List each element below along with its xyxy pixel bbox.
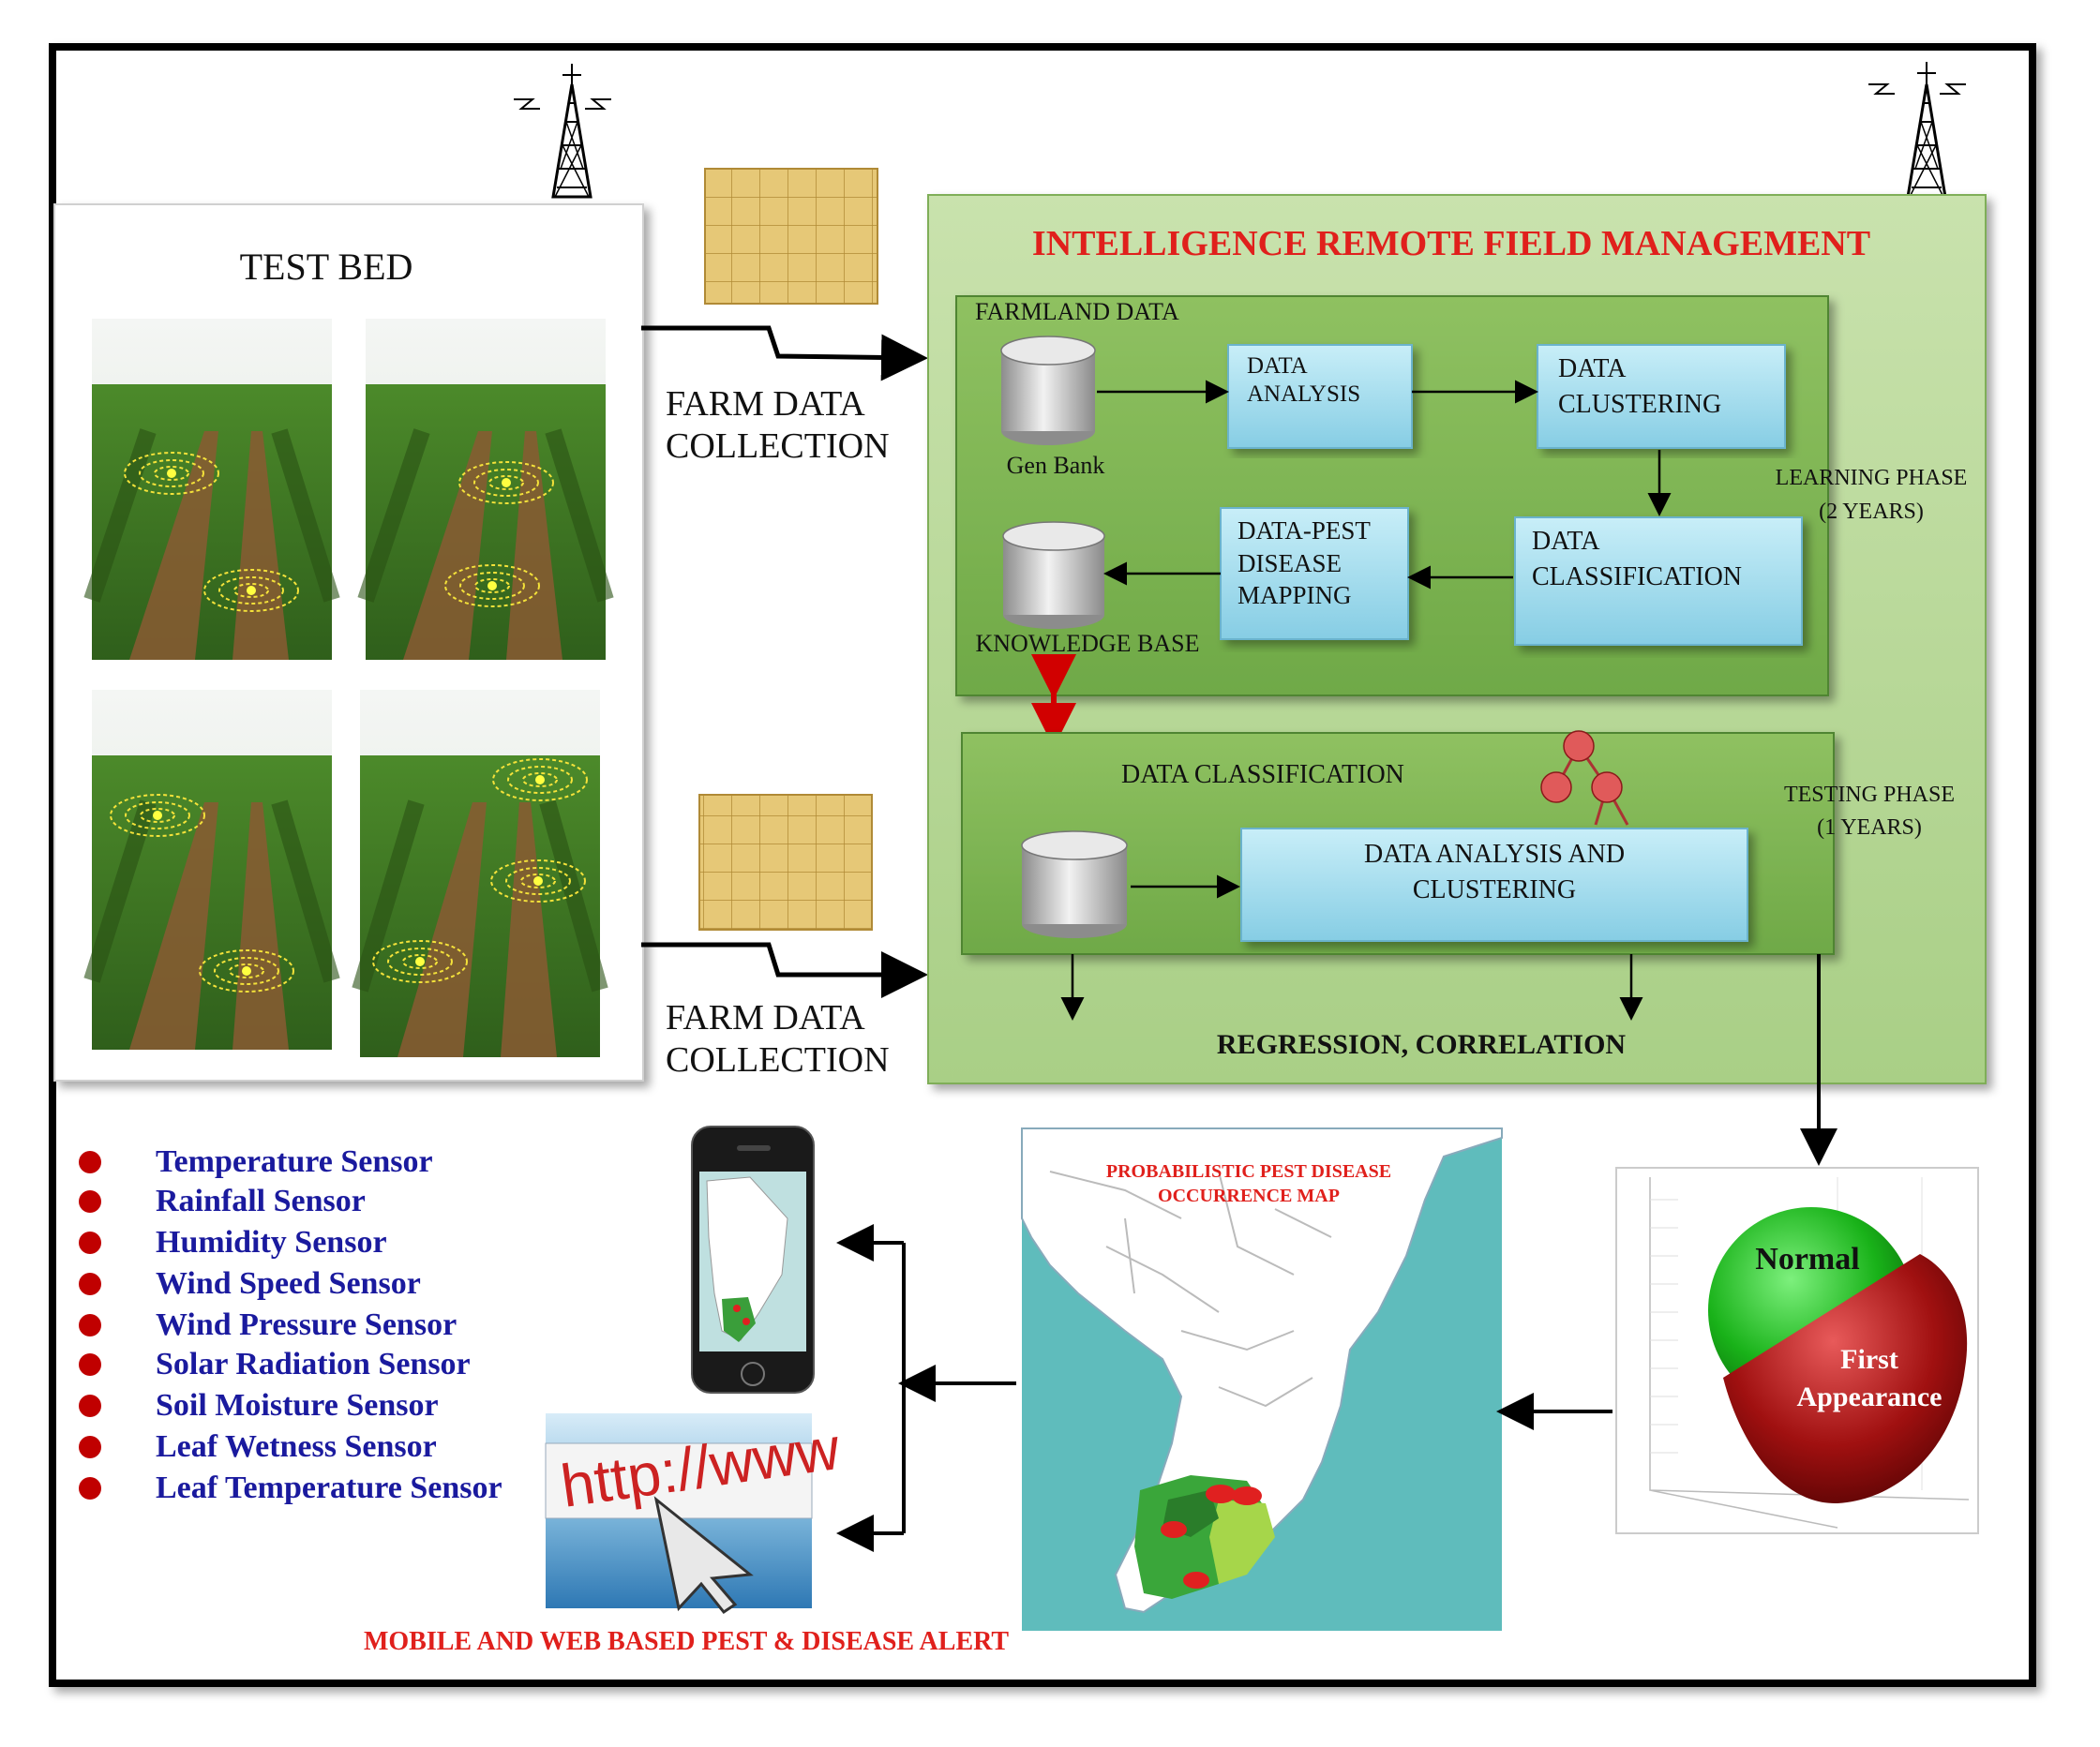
field-photo bbox=[83, 690, 340, 1050]
testing-database-icon bbox=[1021, 830, 1128, 938]
decision-tree-icon bbox=[1540, 730, 1629, 826]
sensor-name: Wind Speed Sensor bbox=[156, 1266, 421, 1301]
data-classification-text: CLASSIFICATION bbox=[1532, 562, 1742, 591]
smartphone-icon bbox=[691, 1126, 815, 1394]
analysis-clustering-text: CLUSTERING bbox=[1413, 875, 1576, 904]
first-appearance-label: Appearance bbox=[1797, 1381, 1942, 1412]
sensor-list: Temperature Sensor Rainfall Sensor Humid… bbox=[79, 1144, 502, 1505]
testing-data-classification-label: DATA CLASSIFICATION bbox=[1121, 760, 1404, 789]
data-classification-box: DATA CLASSIFICATION bbox=[1514, 516, 1803, 646]
sensor-name: Soil Moisture Sensor bbox=[156, 1388, 439, 1423]
test-bed-title: TEST BED bbox=[240, 246, 413, 288]
data-classification-text: DATA bbox=[1532, 527, 1600, 556]
knowledge-base-label: KNOWLEDGE BASE bbox=[975, 630, 1199, 657]
farm-data-collection-label: FARM DATA bbox=[666, 384, 865, 424]
regression-correlation-label: REGRESSION, CORRELATION bbox=[1217, 1029, 1627, 1060]
field-photo bbox=[352, 690, 608, 1057]
sensor-name: Wind Pressure Sensor bbox=[156, 1307, 457, 1342]
sensor-list-item: Leaf Wetness Sensor bbox=[79, 1429, 437, 1464]
collection-arrow-bottom bbox=[641, 942, 928, 998]
sensor-name: Leaf Temperature Sensor bbox=[156, 1471, 502, 1505]
sensor-list-item: Solar Radiation Sensor bbox=[79, 1347, 471, 1381]
farm-data-collection-label: COLLECTION bbox=[666, 426, 890, 466]
analysis-clustering-box: DATA ANALYSIS AND CLUSTERING bbox=[1240, 828, 1748, 942]
normal-label: Normal bbox=[1755, 1242, 1859, 1277]
sensor-list-item: Soil Moisture Sensor bbox=[79, 1388, 439, 1423]
pest-mapping-text: DISEASE bbox=[1238, 549, 1342, 577]
collection-arrow-top bbox=[641, 325, 928, 381]
sensor-name: Leaf Wetness Sensor bbox=[156, 1429, 437, 1464]
antenna-tower-icon bbox=[514, 64, 611, 199]
pest-disease-mapping-box: DATA-PEST DISEASE MAPPING bbox=[1220, 507, 1409, 640]
field-photo bbox=[83, 319, 340, 660]
farm-data-collection-label: COLLECTION bbox=[666, 1040, 890, 1080]
sensor-list-item: Leaf Temperature Sensor bbox=[79, 1471, 502, 1505]
data-clustering-text: DATA bbox=[1558, 354, 1627, 383]
gen-bank-database-icon bbox=[1000, 336, 1096, 445]
sensor-name: Humidity Sensor bbox=[156, 1225, 387, 1260]
learning-phase-label: (2 YEARS) bbox=[1819, 500, 1924, 524]
data-analysis-text: ANALYSIS bbox=[1247, 381, 1360, 407]
irfm-title: INTELLIGENCE REMOTE FIELD MANAGEMENT bbox=[1032, 224, 1870, 263]
alert-caption: MOBILE AND WEB BASED PEST & DISEASE ALER… bbox=[364, 1627, 1009, 1656]
pest-mapping-text: MAPPING bbox=[1238, 581, 1352, 609]
data-analysis-text: DATA bbox=[1247, 353, 1308, 379]
sensor-grid-tile bbox=[698, 794, 873, 931]
testing-phase-label: (1 YEARS) bbox=[1817, 815, 1922, 840]
map-title: PROBABILISTIC PEST DISEASE bbox=[1106, 1161, 1391, 1182]
sensor-list-item: Rainfall Sensor bbox=[79, 1184, 366, 1218]
sensor-list-item: Wind Speed Sensor bbox=[79, 1266, 421, 1301]
sensor-list-item: Wind Pressure Sensor bbox=[79, 1307, 457, 1342]
knowledge-base-database-icon bbox=[1002, 521, 1105, 629]
field-photo bbox=[357, 319, 614, 660]
sensor-grid-tile bbox=[704, 168, 878, 305]
web-browser-icon: http://www bbox=[545, 1413, 845, 1615]
probability-sphere-plot bbox=[1615, 1167, 1979, 1534]
data-clustering-text: CLUSTERING bbox=[1558, 390, 1721, 419]
testing-phase-label: TESTING PHASE bbox=[1784, 783, 1955, 807]
sensor-list-item: Temperature Sensor bbox=[79, 1144, 433, 1179]
data-clustering-box: DATA CLUSTERING bbox=[1537, 344, 1786, 449]
sensor-list-item: Humidity Sensor bbox=[79, 1225, 387, 1260]
data-analysis-box: DATA ANALYSIS bbox=[1227, 344, 1413, 449]
first-appearance-label: First bbox=[1840, 1344, 1898, 1375]
map-title: OCCURRENCE MAP bbox=[1158, 1186, 1340, 1206]
sensor-name: Temperature Sensor bbox=[156, 1144, 433, 1179]
occurrence-map bbox=[1021, 1127, 1503, 1631]
sensor-name: Rainfall Sensor bbox=[156, 1184, 366, 1218]
learning-phase-label: LEARNING PHASE bbox=[1776, 466, 1968, 490]
pest-mapping-text: DATA-PEST bbox=[1238, 516, 1371, 545]
gen-bank-label: Gen Bank bbox=[1007, 452, 1105, 479]
sensor-name: Solar Radiation Sensor bbox=[156, 1347, 471, 1381]
farm-data-collection-label: FARM DATA bbox=[666, 998, 865, 1038]
farmland-data-label: FARMLAND DATA bbox=[975, 298, 1179, 325]
analysis-clustering-text: DATA ANALYSIS AND bbox=[1364, 840, 1625, 869]
